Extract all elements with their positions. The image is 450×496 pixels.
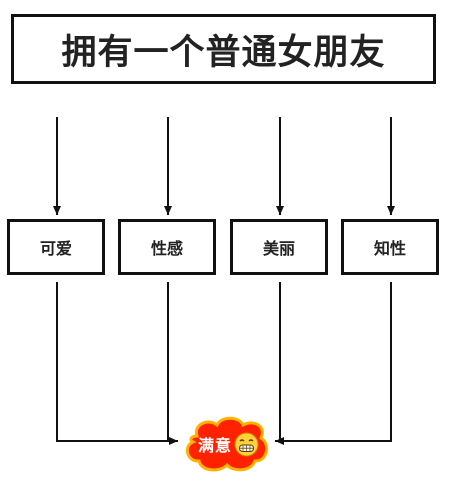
trait-label-1: 可爱	[39, 239, 72, 258]
result-label: 满意	[198, 436, 233, 455]
trait-box-1: 可爱	[7, 219, 105, 275]
trait-box-4: 知性	[341, 219, 439, 275]
trait-box-3: 美丽	[230, 219, 328, 275]
trait-box-2: 性感	[118, 219, 216, 275]
grinning-face-icon	[234, 432, 259, 457]
connector-trait-4	[275, 282, 392, 445]
trait-label-4: 知性	[373, 239, 406, 258]
result-cloud	[185, 416, 269, 472]
trait-label-2: 性感	[150, 239, 183, 258]
connector-trait-1	[56, 282, 178, 445]
trait-label-3: 美丽	[262, 239, 295, 258]
diagram-title: 拥有一个普通女朋友	[61, 32, 386, 73]
title-box: 拥有一个普通女朋友	[11, 14, 436, 84]
